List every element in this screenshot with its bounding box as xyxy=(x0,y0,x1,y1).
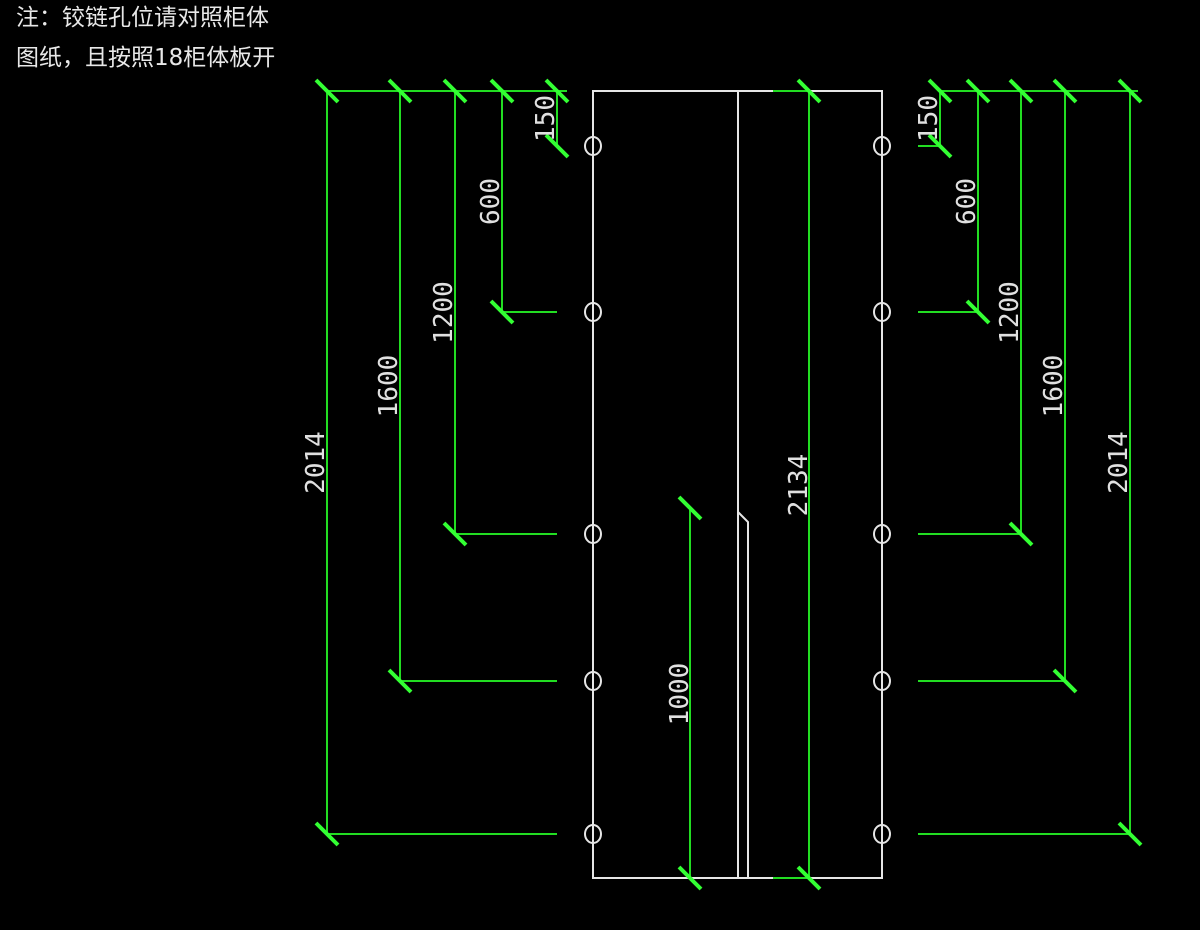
dim-tick-top-R-600 xyxy=(965,78,991,104)
dim-tick-bottom-R-1600 xyxy=(1052,668,1078,694)
dim-2134-tick-top xyxy=(796,78,822,104)
hinge-hole-left-4 xyxy=(584,671,602,691)
hinge-hole-left-1 xyxy=(584,136,602,156)
dim-tick-top-L-1200 xyxy=(442,78,468,104)
dim-label-R-600: 600 xyxy=(952,178,982,225)
dim-2134-tick-bottom xyxy=(796,865,822,891)
dim-label-R-2014: 2014 xyxy=(1104,431,1134,494)
dim-label-L-150: 150 xyxy=(531,95,561,142)
dim-tick-top-R-150 xyxy=(927,78,953,104)
dim-tick-top-L-150 xyxy=(544,78,570,104)
dim-tick-bottom-L-150 xyxy=(544,133,570,159)
note-line-1: 注：铰链孔位请对照柜体 xyxy=(16,5,269,31)
hinge-hole-left-2 xyxy=(584,302,602,322)
dim-tick-bottom-R-150 xyxy=(927,133,953,159)
left-hinge-holes xyxy=(584,136,602,844)
dim-label-R-1600: 1600 xyxy=(1039,355,1069,418)
left-dimensions: 150 600 1200 1600 2014 xyxy=(301,78,570,847)
dim-1000-tick-bottom xyxy=(677,865,703,891)
dim-tick-bottom-L-2014 xyxy=(314,821,340,847)
hinge-hole-right-4 xyxy=(873,671,891,691)
hinge-hole-left-3 xyxy=(584,524,602,544)
dim-tick-top-L-2014 xyxy=(314,78,340,104)
dim-tick-top-R-2014 xyxy=(1117,78,1143,104)
door-outline xyxy=(592,90,883,879)
dim-1000-tick-top xyxy=(677,495,703,521)
note-line-2: 图纸，且按照18柜体板开 xyxy=(16,45,276,71)
right-dimensions: 150 600 1200 1600 2014 xyxy=(914,78,1143,847)
dim-label-L-1200: 1200 xyxy=(429,281,459,344)
dim-tick-top-R-1200 xyxy=(1008,78,1034,104)
dim-tick-bottom-L-600 xyxy=(489,299,515,325)
dim-label-L-600: 600 xyxy=(476,178,506,225)
hinge-hole-right-5 xyxy=(873,824,891,844)
dim-2134-label: 2134 xyxy=(784,454,814,517)
dim-label-L-2014: 2014 xyxy=(301,431,331,494)
dim-tick-bottom-R-600 xyxy=(965,299,991,325)
dim-tick-bottom-R-2014 xyxy=(1117,821,1143,847)
dim-tick-bottom-R-1200 xyxy=(1008,521,1034,547)
dim-tick-top-L-600 xyxy=(489,78,515,104)
dim-tick-top-L-1600 xyxy=(387,78,413,104)
dim-label-R-1200: 1200 xyxy=(995,281,1025,344)
center-dimensions: 2134 1000 xyxy=(665,78,822,891)
dim-1000-label: 1000 xyxy=(665,663,695,726)
hinge-hole-right-3 xyxy=(873,524,891,544)
dim-tick-bottom-L-1600 xyxy=(387,668,413,694)
right-hinge-holes xyxy=(873,136,891,844)
dim-label-L-1600: 1600 xyxy=(374,355,404,418)
door-overlap-line xyxy=(737,511,749,878)
dim-tick-bottom-L-1200 xyxy=(442,521,468,547)
dim-label-R-150: 150 xyxy=(914,95,944,142)
hinge-hole-left-5 xyxy=(584,824,602,844)
hinge-hole-right-1 xyxy=(873,136,891,156)
hinge-hole-right-2 xyxy=(873,302,891,322)
dim-tick-top-R-1600 xyxy=(1052,78,1078,104)
